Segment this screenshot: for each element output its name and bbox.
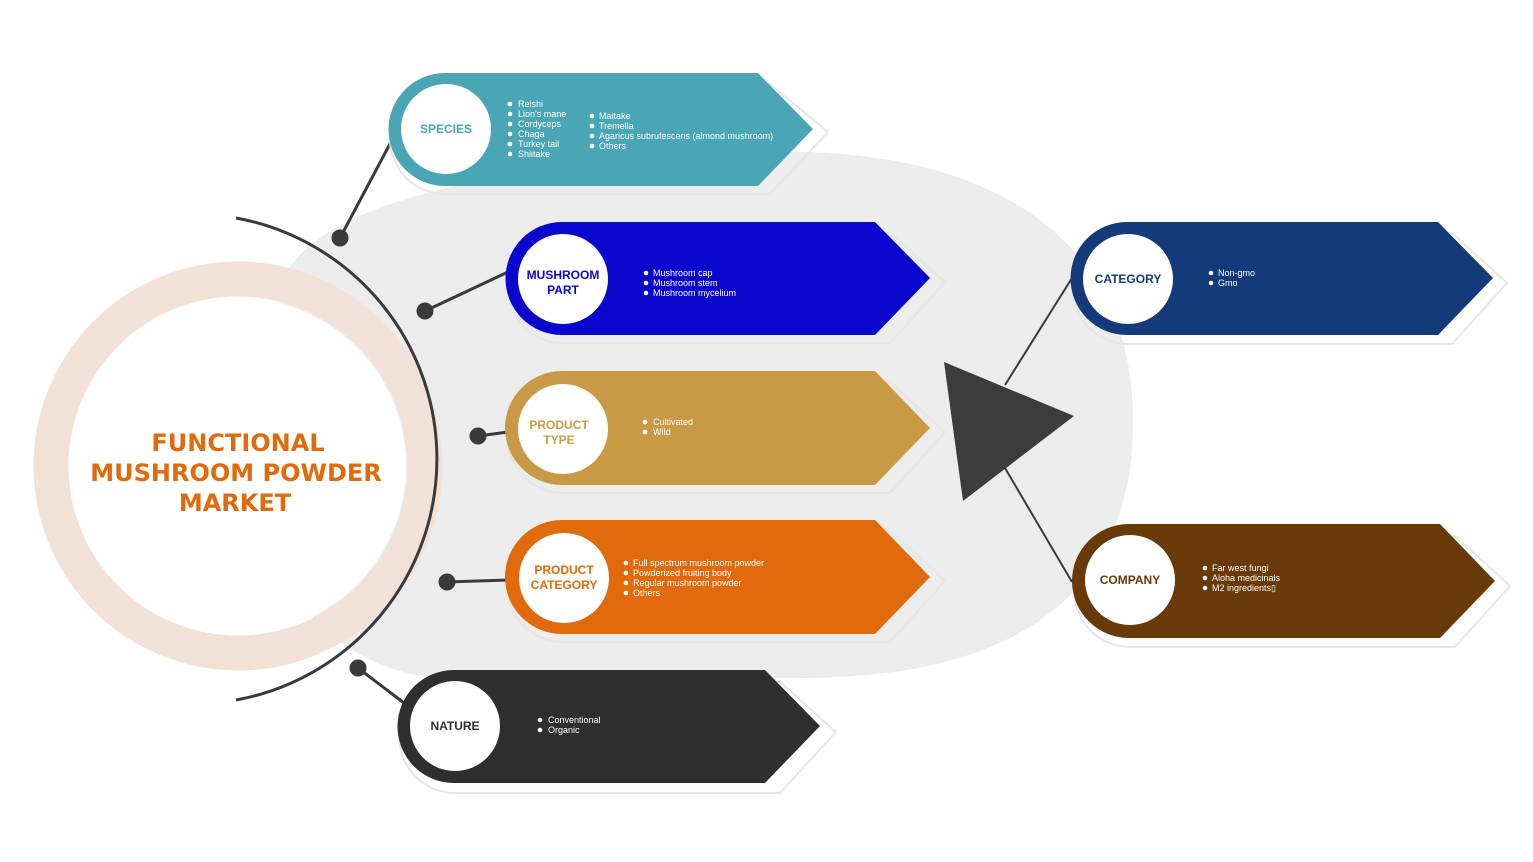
category-item: Gmo: [1218, 278, 1238, 288]
segment-category: CATEGORY Non-gmo Gmo: [1070, 222, 1509, 345]
product-type-badge: [518, 384, 608, 474]
company-title: COMPANY: [1100, 573, 1160, 587]
segment-species: SPECIES Reishi Lion's mane Cordyceps Cha…: [388, 73, 830, 195]
mushroom-part-item: Mushroom stem: [653, 278, 718, 288]
mushroom-part-pill: [505, 222, 930, 335]
core-title-line1: FUNCTIONAL: [151, 429, 324, 457]
mushroom-part-item: Mushroom cap: [653, 268, 713, 278]
species-badge: [401, 84, 491, 174]
connector-lines: [338, 139, 509, 708]
segment-company: COMPANY Far west fungi Aloha medicinals …: [1072, 524, 1512, 648]
segment-nature: NATURE Conventional Organic: [397, 670, 838, 794]
product-category-badge: [519, 533, 609, 623]
core-title: FUNCTIONAL MUSHROOM POWDER MARKET: [90, 429, 382, 517]
species-item: Reishi: [518, 99, 543, 109]
nature-item: Organic: [548, 725, 580, 735]
core-title-line3: MARKET: [179, 489, 292, 517]
company-pill: [1072, 524, 1495, 638]
core-title-line2: MUSHROOM POWDER: [90, 459, 382, 487]
species-item: Cordyceps: [518, 119, 562, 129]
category-badge: [1083, 234, 1173, 324]
company-item: M2 ingredients▯: [1212, 583, 1276, 593]
product-type-item: Cultivated: [653, 417, 693, 427]
main-arc: [235, 216, 439, 702]
product-category-title-line1: PRODUCT: [534, 563, 594, 577]
species-item: Shiitake: [518, 149, 550, 159]
mushroom-part-title-line2: PART: [547, 283, 579, 297]
segment-product-type: PRODUCT TYPE Cultivated Wild: [505, 371, 947, 494]
mushroom-part-badge: [518, 234, 608, 324]
company-item: Aloha medicinals: [1212, 573, 1281, 583]
species-item: Turkey tail: [518, 139, 559, 149]
species-items-col2: Maitake Tremella Agaricus subrufescens (…: [589, 111, 773, 151]
product-category-item: Powderized fruiting body: [633, 568, 732, 578]
nature-pill: [397, 670, 820, 783]
product-type-title-line2: TYPE: [543, 433, 574, 447]
nature-badge: [410, 681, 500, 771]
mushroom-part-title-line1: MUSHROOM: [527, 268, 600, 282]
product-category-title-line2: CATEGORY: [531, 578, 598, 592]
product-type-title-line1: PRODUCT: [529, 418, 589, 432]
species-item: Chaga: [518, 129, 545, 139]
core-ring: [33, 261, 443, 671]
species-title: SPECIES: [420, 122, 472, 136]
species-item: Agaricus subrufescens (almond mushroom): [599, 131, 773, 141]
product-category-item: Full spectrum mushroom powder: [633, 558, 764, 568]
category-item: Non-gmo: [1218, 268, 1255, 278]
species-item: Maitake: [599, 111, 631, 121]
product-category-item: Others: [633, 588, 661, 598]
category-pill: [1070, 222, 1493, 335]
connector-dots: [331, 229, 487, 677]
company-badge: [1085, 535, 1175, 625]
species-items-col1: Reishi Lion's mane Cordyceps Chaga Turke…: [507, 99, 566, 159]
junction-triangle: [944, 277, 1074, 583]
company-item: Far west fungi: [1212, 563, 1269, 573]
product-category-item: Regular mushroom powder: [633, 578, 742, 588]
nature-title: NATURE: [430, 719, 479, 733]
species-pill: [388, 73, 813, 186]
species-item: Lion's mane: [518, 109, 566, 119]
product-type-pill: [505, 371, 930, 485]
species-item: Tremella: [599, 121, 634, 131]
segment-mushroom-part: MUSHROOM PART Mushroom cap Mushroom stem…: [505, 222, 947, 344]
product-type-item: Wild: [653, 427, 671, 437]
species-item: Others: [599, 141, 627, 151]
nature-item: Conventional: [548, 715, 601, 725]
product-category-pill: [505, 520, 930, 634]
segment-product-category: PRODUCT CATEGORY Full spectrum mushroom …: [505, 520, 947, 643]
mushroom-part-item: Mushroom mycelium: [653, 288, 736, 298]
category-title: CATEGORY: [1095, 272, 1162, 286]
